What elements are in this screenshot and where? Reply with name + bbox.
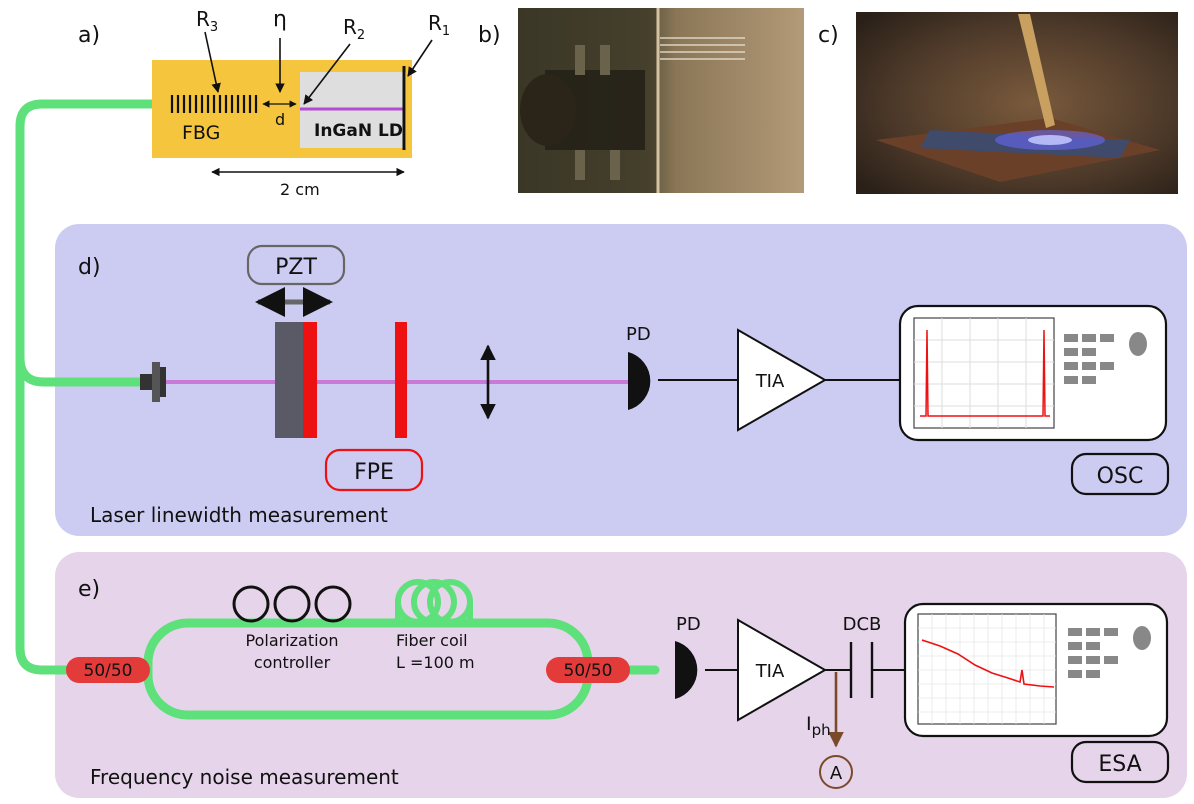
spectrum-analyzer-icon — [903, 602, 1169, 738]
fbg-label: FBG — [182, 122, 220, 144]
coupler-right: 50/50 — [546, 657, 630, 683]
laser-diode-label: InGaN LD — [314, 121, 403, 141]
photodiode-icon-2 — [675, 641, 698, 699]
pzt-mirror — [303, 322, 317, 438]
pzt-block — [275, 322, 303, 438]
oscilloscope-icon — [898, 304, 1168, 442]
r1-pointer — [407, 39, 433, 77]
r2-label: R2 — [343, 15, 365, 43]
fiber-coil-icon — [395, 579, 473, 627]
pzt-label-box — [246, 244, 346, 286]
iph-label: Iph — [806, 713, 831, 739]
polarization-label-line1: Polarization — [246, 631, 339, 650]
dcb-label: DCB — [843, 614, 882, 635]
polarization-label-line2: controller — [254, 653, 331, 672]
pzt-label: PZT — [275, 255, 317, 280]
panel-label-d: d) — [78, 255, 101, 280]
osc-label-box — [1070, 452, 1170, 496]
fiber-collimator-icon — [140, 362, 166, 402]
fiber-coil-label-line2: L =100 m — [396, 653, 475, 672]
r2-pointer — [303, 43, 351, 105]
tia-amplifier-icon-2 — [737, 618, 828, 722]
fiber-coil-label-line1: Fiber coil — [396, 631, 468, 650]
r1-label: R1 — [428, 11, 450, 39]
coupler-right-label: 50/50 — [564, 661, 613, 681]
panel-label-b: b) — [478, 23, 501, 48]
noise-title: Frequency noise measurement — [90, 765, 399, 789]
fpe-label: FPE — [354, 460, 394, 485]
tia-label: TIA — [755, 371, 785, 392]
linewidth-title: Laser linewidth measurement — [90, 503, 388, 527]
ammeter-icon — [819, 755, 853, 789]
fbg-grating — [170, 95, 258, 113]
microscope-photo — [518, 8, 804, 193]
gap-d-label: d — [275, 110, 285, 129]
panel-label-a: a) — [78, 23, 100, 48]
linewidth-setup: PZT FPE PD TIA — [90, 244, 1170, 527]
noise-setup: 50/50 50/50 Polarization controller Fibe… — [66, 579, 1170, 789]
esa-label-box — [1070, 740, 1170, 784]
lasing-photo — [856, 12, 1178, 194]
pd-label: PD — [626, 324, 651, 345]
osc-label: OSC — [1097, 464, 1144, 489]
eta-label: η — [273, 7, 287, 32]
coupler-left: 50/50 — [66, 657, 150, 683]
laser-chip: FBG d InGaN LD R3 η R2 R1 2 cm — [152, 7, 450, 199]
fpe-output-mirror — [395, 322, 407, 438]
r3-label: R3 — [196, 7, 218, 35]
tia-amplifier-icon — [737, 328, 828, 432]
r3-pointer — [204, 31, 221, 93]
polarization-controller-icon — [232, 585, 352, 623]
fpe-label-box — [324, 448, 424, 492]
photodiode-icon — [628, 352, 651, 410]
ammeter-label: A — [830, 763, 843, 784]
scale-label: 2 cm — [280, 180, 320, 199]
esa-label: ESA — [1098, 752, 1141, 777]
tia-label-2: TIA — [755, 661, 785, 682]
pd-label-2: PD — [676, 614, 701, 635]
panel-label-e: e) — [78, 577, 100, 602]
coupler-left-label: 50/50 — [84, 661, 133, 681]
panel-label-c: c) — [818, 23, 839, 48]
